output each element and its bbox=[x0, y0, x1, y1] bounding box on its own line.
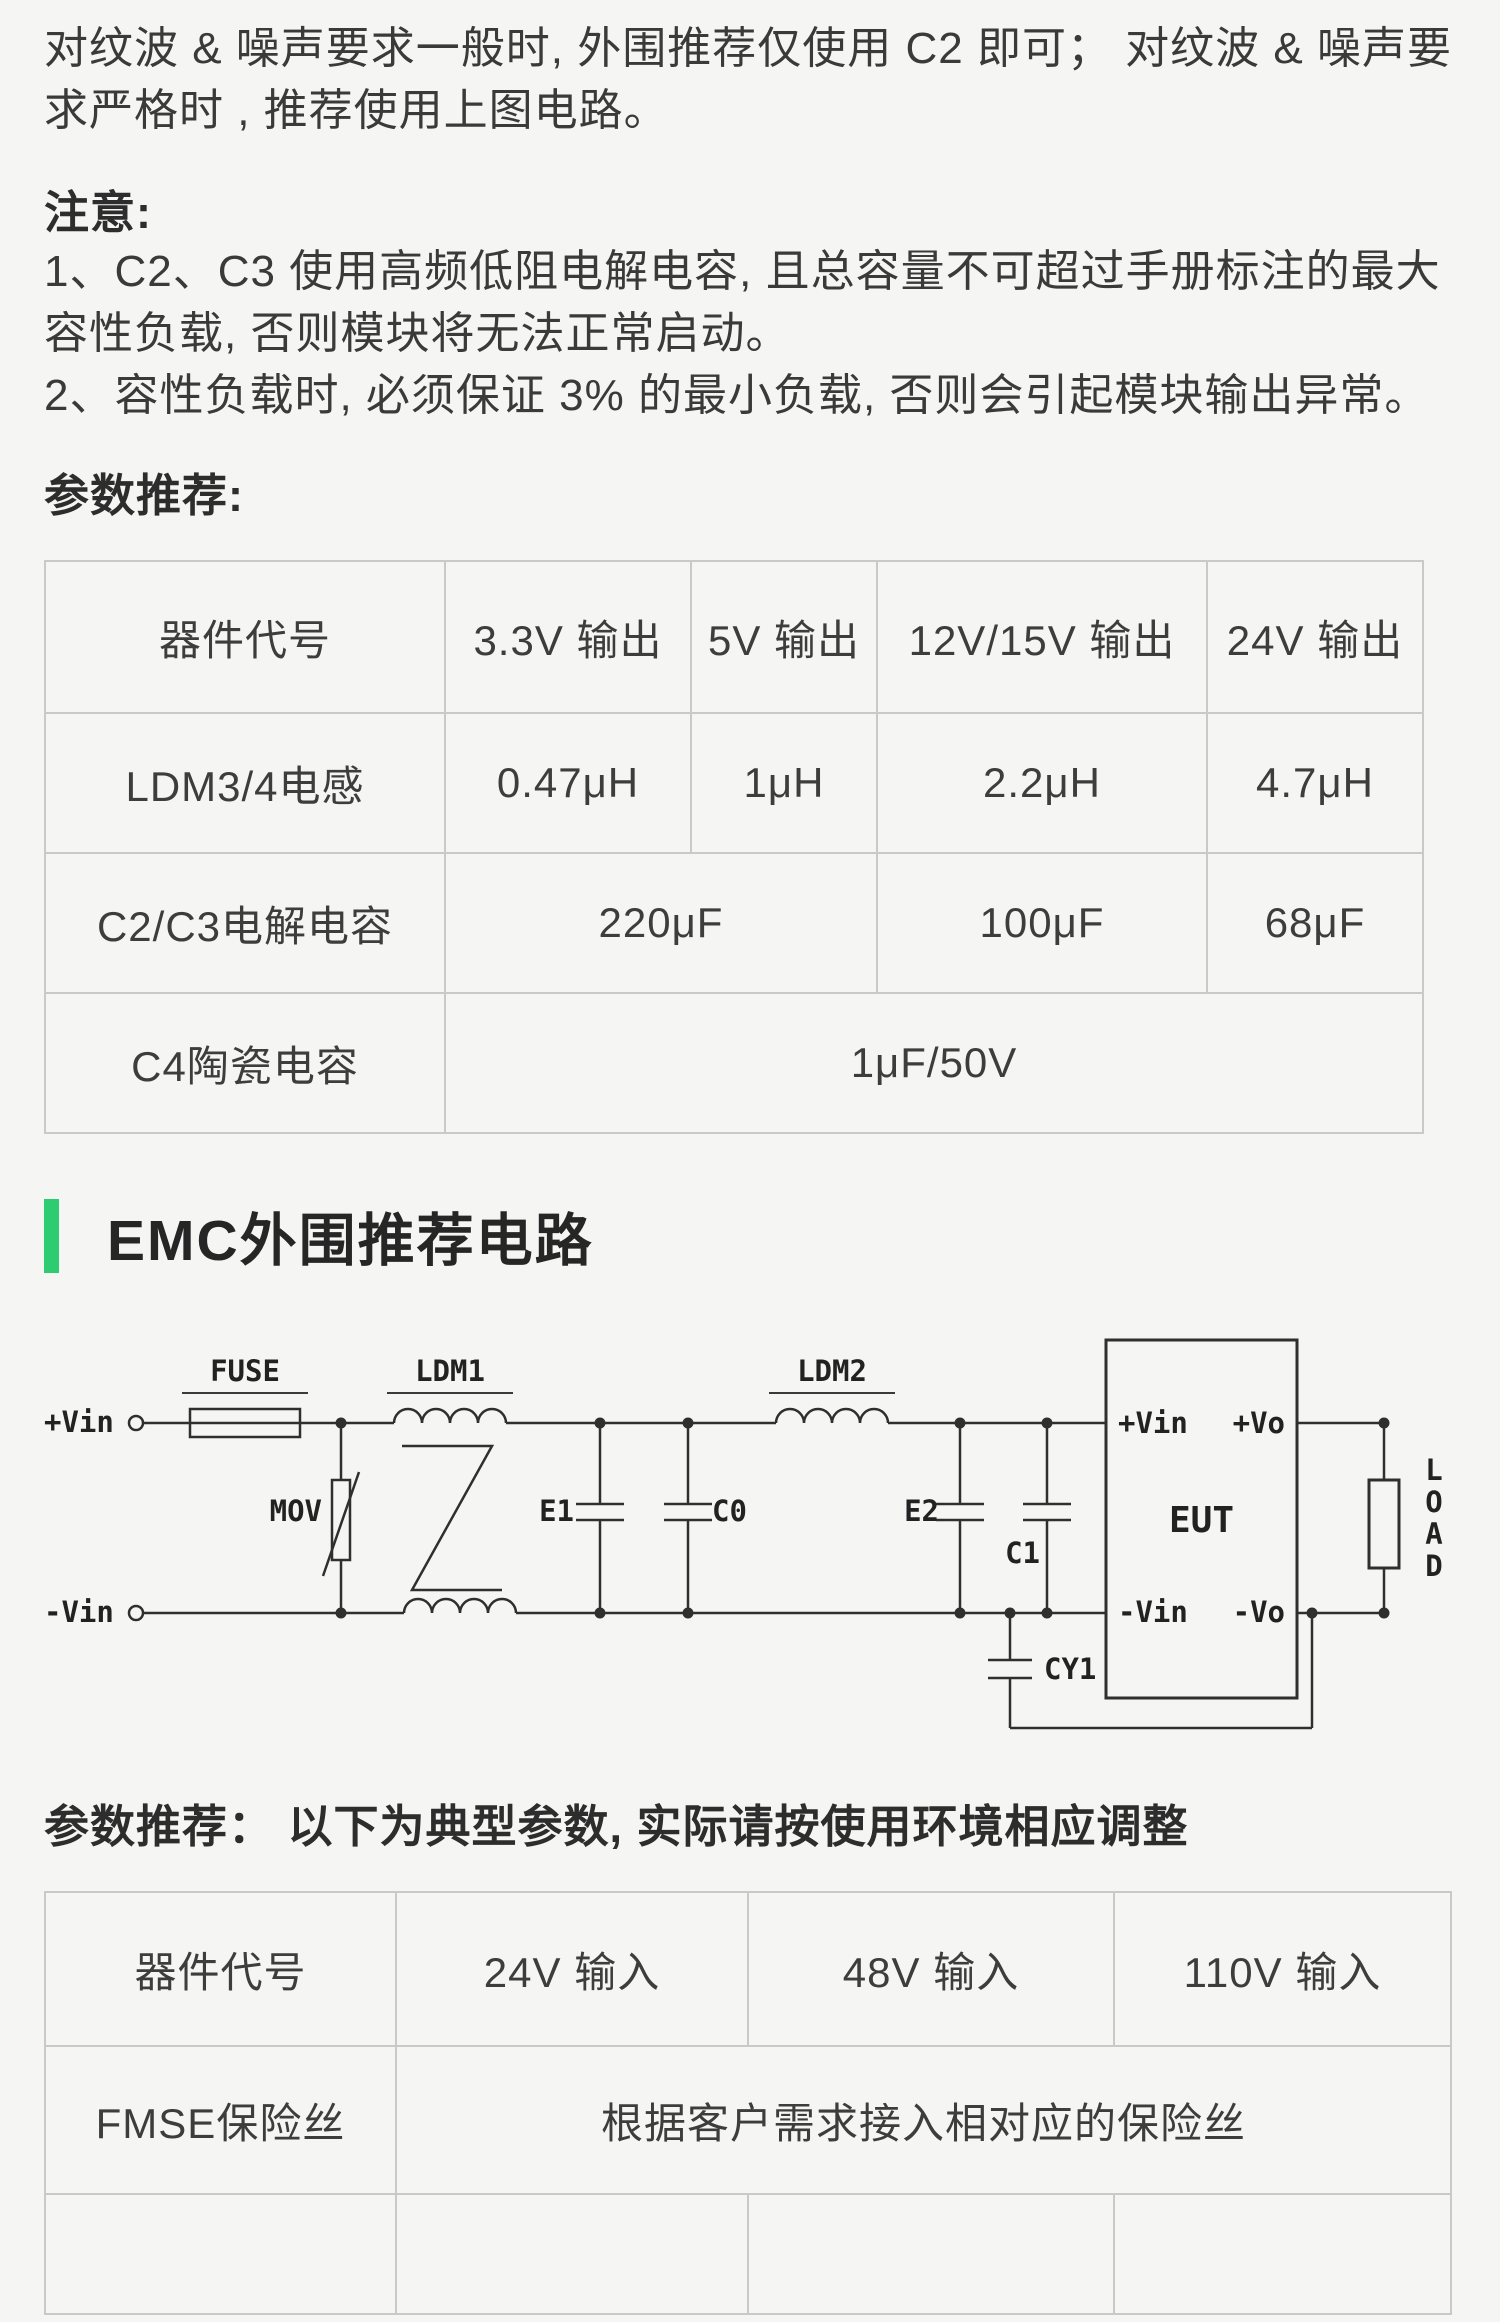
table-cell: 根据客户需求接入相对应的保险丝 bbox=[395, 2045, 1452, 2195]
input-terminals bbox=[127, 1414, 145, 1622]
label-load: LOAD bbox=[1425, 1453, 1443, 1583]
label-vin-positive: +Vin bbox=[44, 1405, 114, 1439]
row-label: LDM3/4电感 bbox=[44, 712, 446, 854]
label-fuse: FUSE bbox=[182, 1354, 308, 1394]
table-header-row: 器件代号 3.3V 输出 5V 输出 12V/15V 输出 24V 输出 bbox=[44, 560, 1424, 714]
table-cell: 68μF bbox=[1206, 852, 1424, 994]
ldm1-choke-symbol bbox=[392, 1407, 518, 1614]
table-row-clipped bbox=[44, 2193, 1452, 2315]
output-parameter-table: 器件代号 3.3V 输出 5V 输出 12V/15V 输出 24V 输出 LDM… bbox=[44, 560, 1424, 1134]
label-c1: C1 bbox=[1005, 1536, 1040, 1570]
label-e1: E1 bbox=[539, 1494, 574, 1528]
table-row-inductor: LDM3/4电感 0.47μH 1μH 2.2μH 4.7μH bbox=[44, 712, 1424, 854]
table-cell: 4.7μH bbox=[1206, 712, 1424, 854]
table-cell: 2.2μH bbox=[876, 712, 1208, 854]
label-eut: EUT bbox=[1168, 1500, 1235, 1541]
junction-dots bbox=[335, 1417, 1390, 1619]
table-cell: 1μH bbox=[690, 712, 878, 854]
section-accent-bar bbox=[44, 1199, 59, 1273]
ldm2-inductor-symbol bbox=[774, 1407, 890, 1424]
table-cell-empty bbox=[395, 2193, 749, 2315]
table-cell: 1μF/50V bbox=[444, 992, 1424, 1134]
eut-box bbox=[1104, 1338, 1299, 1700]
table-cell-empty bbox=[747, 2193, 1115, 2315]
section-title-emc: EMC外围推荐电路 bbox=[107, 1209, 594, 1273]
label-eut-vin-negative: -Vin bbox=[1118, 1595, 1188, 1629]
table-header-48v-in: 48V 输入 bbox=[747, 1891, 1115, 2047]
table-cell: 0.47μH bbox=[444, 712, 692, 854]
table-cell-empty bbox=[44, 2193, 397, 2315]
label-c0: C0 bbox=[712, 1494, 747, 1528]
row-label: FMSE保险丝 bbox=[44, 2045, 397, 2195]
table-header-row: 器件代号 24V 输入 48V 输入 110V 输入 bbox=[44, 1891, 1452, 2047]
table-cell: 220μF bbox=[444, 852, 878, 994]
fuse-symbol bbox=[188, 1407, 302, 1439]
notice-item-2: 2、容性负载时, 必须保证 3% 的最小负载, 否则会引起模块输出异常。 bbox=[44, 371, 1430, 420]
table-header-12v15v: 12V/15V 输出 bbox=[876, 560, 1208, 714]
intro-paragraph: 对纹波 & 噪声要求一般时, 外围推荐仅使用 C2 即可； 对纹波 & 噪声要求… bbox=[44, 24, 1452, 135]
table-header-5v: 5V 输出 bbox=[690, 560, 878, 714]
label-ldm2: LDM2 bbox=[769, 1354, 895, 1394]
table-row-fuse: FMSE保险丝 根据客户需求接入相对应的保险丝 bbox=[44, 2045, 1452, 2195]
cy1-capacitor-symbol bbox=[988, 1613, 1314, 1730]
param-table1-heading: 参数推荐: bbox=[44, 470, 244, 521]
section-header-emc: EMC外围推荐电路 bbox=[44, 1196, 1456, 1276]
param-table2-heading: 参数推荐： 以下为典型参数, 实际请按使用环境相应调整 bbox=[44, 1801, 1189, 1852]
table-cell-empty bbox=[1113, 2193, 1452, 2315]
input-parameter-table: 器件代号 24V 输入 48V 输入 110V 输入 FMSE保险丝 根据客户需… bbox=[44, 1891, 1452, 2315]
e2-capacitor-symbol bbox=[936, 1423, 984, 1613]
table-row-ceramic-cap: C4陶瓷电容 1μF/50V bbox=[44, 992, 1424, 1134]
table-header-24v: 24V 输出 bbox=[1206, 560, 1424, 714]
mov-symbol bbox=[321, 1423, 361, 1613]
table-header-device: 器件代号 bbox=[44, 560, 446, 714]
c0-capacitor-symbol bbox=[664, 1423, 712, 1613]
label-eut-vo-positive: +Vo bbox=[1232, 1406, 1285, 1440]
label-mov: MOV bbox=[269, 1494, 322, 1528]
label-ldm1: LDM1 bbox=[387, 1354, 513, 1394]
output-load-symbol bbox=[1297, 1421, 1401, 1615]
circuit-svg bbox=[127, 1338, 1401, 1730]
e1-capacitor-symbol bbox=[576, 1423, 624, 1613]
table-header-24v-in: 24V 输入 bbox=[395, 1891, 749, 2047]
label-e2: E2 bbox=[904, 1494, 939, 1528]
table-row-electrolytic-cap: C2/C3电解电容 220μF 100μF 68μF bbox=[44, 852, 1424, 994]
row-label: C4陶瓷电容 bbox=[44, 992, 446, 1134]
row-label: C2/C3电解电容 bbox=[44, 852, 446, 994]
notice-heading: 注意: bbox=[44, 187, 152, 238]
c1-capacitor-symbol bbox=[1023, 1423, 1071, 1613]
table-header-110v-in: 110V 输入 bbox=[1113, 1891, 1452, 2047]
emc-circuit-diagram: +Vin -Vin FUSE LDM1 LDM2 MOV E1 C0 E2 C1… bbox=[44, 1328, 1456, 1758]
table-cell: 100μF bbox=[876, 852, 1208, 994]
label-eut-vo-negative: -Vo bbox=[1232, 1595, 1285, 1629]
notice-item-1: 1、C2、C3 使用高频低阻电解电容, 且总容量不可超过手册标注的最大容性负载,… bbox=[44, 247, 1441, 358]
label-eut-vin-positive: +Vin bbox=[1118, 1406, 1188, 1440]
table-header-3v3: 3.3V 输出 bbox=[444, 560, 692, 714]
table-header-device: 器件代号 bbox=[44, 1891, 397, 2047]
label-cy1: CY1 bbox=[1044, 1652, 1097, 1686]
label-vin-negative: -Vin bbox=[44, 1595, 114, 1629]
